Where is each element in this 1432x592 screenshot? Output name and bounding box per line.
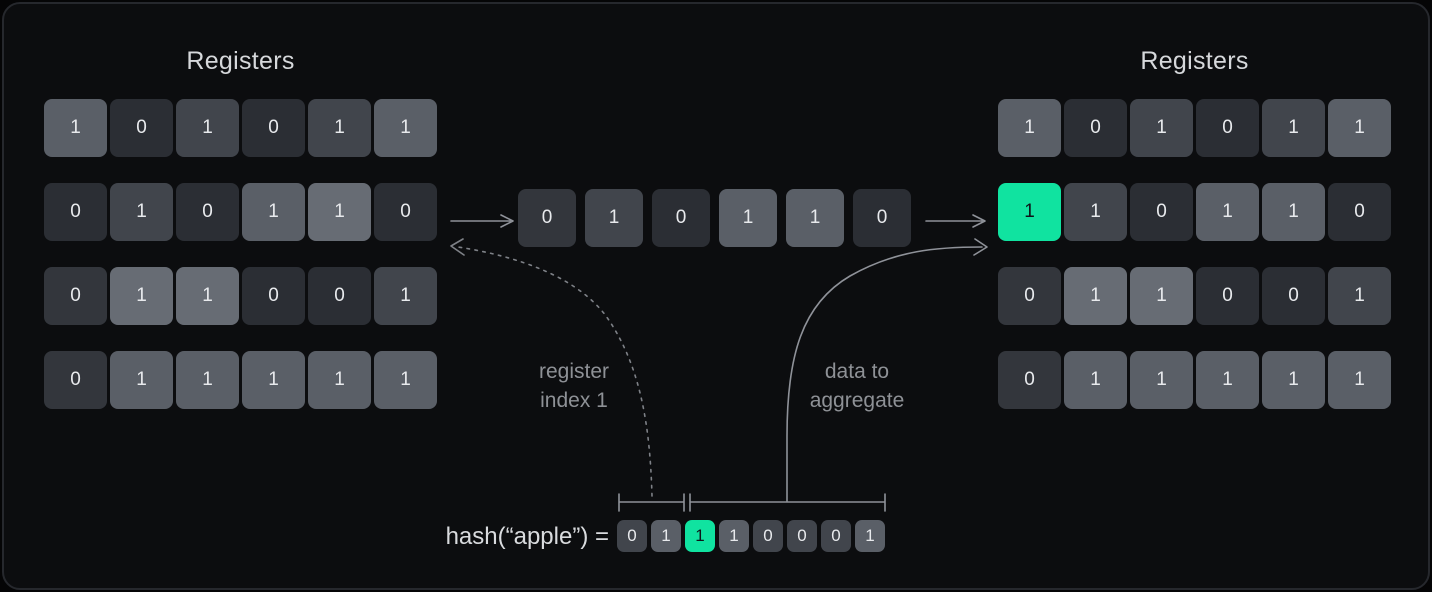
extracted-register-cell: 1 bbox=[719, 189, 777, 247]
extracted-register-cell: 1 bbox=[585, 189, 643, 247]
hash-bit-cell: 1 bbox=[719, 520, 749, 552]
register-cell: 0 bbox=[998, 267, 1061, 325]
register-index-bracket bbox=[618, 493, 685, 512]
register-cell: 0 bbox=[44, 267, 107, 325]
register-cell: 1 bbox=[242, 183, 305, 241]
register-cell: 0 bbox=[1196, 99, 1259, 157]
register-cell: 0 bbox=[1328, 183, 1391, 241]
right-registers-title: Registers bbox=[1140, 47, 1249, 75]
register-cell: 0 bbox=[242, 99, 305, 157]
register-index-arrowhead bbox=[450, 238, 465, 256]
register-cell: 0 bbox=[1064, 99, 1127, 157]
hash-bit-cell: 0 bbox=[787, 520, 817, 552]
register-cell: 1 bbox=[374, 99, 437, 157]
register-cell: 1 bbox=[176, 267, 239, 325]
data-to-aggregate-label: data to aggregate bbox=[767, 357, 947, 415]
left-registers-title: Registers bbox=[186, 47, 295, 75]
register-cell: 1 bbox=[1130, 99, 1193, 157]
register-cell: 1 bbox=[308, 183, 371, 241]
register-cell: 1 bbox=[1196, 183, 1259, 241]
register-cell: 1 bbox=[176, 351, 239, 409]
register-cell: 1 bbox=[1328, 99, 1391, 157]
extracted-register-cell: 0 bbox=[853, 189, 911, 247]
register-cell: 0 bbox=[1262, 267, 1325, 325]
hash-bit-cell: 1 bbox=[685, 520, 715, 552]
register-cell: 0 bbox=[998, 351, 1061, 409]
register-index-label-line2: index 1 bbox=[540, 389, 608, 412]
register-cell: 0 bbox=[242, 267, 305, 325]
register-cell: 0 bbox=[374, 183, 437, 241]
hash-bit-cell: 1 bbox=[855, 520, 885, 552]
data-to-aggregate-label-line2: aggregate bbox=[809, 389, 905, 412]
register-cell: 1 bbox=[1262, 183, 1325, 241]
hash-bit-cell: 0 bbox=[821, 520, 851, 552]
register-cell: 0 bbox=[110, 99, 173, 157]
register-cell: 1 bbox=[1130, 267, 1193, 325]
register-cell: 1 bbox=[374, 267, 437, 325]
register-cell: 1 bbox=[998, 99, 1061, 157]
register-index-label: register index 1 bbox=[484, 357, 664, 415]
extracted-register-cell: 1 bbox=[786, 189, 844, 247]
register-cell: 0 bbox=[44, 351, 107, 409]
data-to-aggregate-label-line1: data to bbox=[824, 360, 890, 383]
register-cell: 1 bbox=[1262, 99, 1325, 157]
register-cell: 1 bbox=[998, 183, 1061, 241]
register-cell: 1 bbox=[308, 99, 371, 157]
register-cell: 1 bbox=[1262, 351, 1325, 409]
register-cell: 0 bbox=[308, 267, 371, 325]
register-cell: 0 bbox=[1196, 267, 1259, 325]
register-cell: 1 bbox=[1064, 351, 1127, 409]
register-cell: 1 bbox=[1328, 267, 1391, 325]
register-cell: 1 bbox=[176, 99, 239, 157]
register-cell: 1 bbox=[110, 351, 173, 409]
register-cell: 1 bbox=[1064, 267, 1127, 325]
hash-bit-cell: 0 bbox=[617, 520, 647, 552]
register-cell: 1 bbox=[374, 351, 437, 409]
register-cell: 0 bbox=[1130, 183, 1193, 241]
register-cell: 0 bbox=[176, 183, 239, 241]
arrow-left-to-middle bbox=[450, 214, 514, 228]
register-cell: 1 bbox=[1196, 351, 1259, 409]
register-cell: 1 bbox=[1130, 351, 1193, 409]
hash-bit-cell: 1 bbox=[651, 520, 681, 552]
register-cell: 1 bbox=[110, 267, 173, 325]
register-cell: 1 bbox=[110, 183, 173, 241]
register-cell: 1 bbox=[44, 99, 107, 157]
hash-bit-cell: 0 bbox=[753, 520, 783, 552]
register-cell: 0 bbox=[44, 183, 107, 241]
register-cell: 1 bbox=[242, 351, 305, 409]
register-cell: 1 bbox=[308, 351, 371, 409]
hash-expression-label: hash(“apple”) = bbox=[445, 523, 609, 550]
data-bracket bbox=[689, 493, 886, 512]
extracted-register-cell: 0 bbox=[518, 189, 576, 247]
data-to-aggregate-arrowhead bbox=[973, 238, 988, 256]
arrow-middle-to-right bbox=[925, 214, 986, 228]
register-cell: 1 bbox=[1328, 351, 1391, 409]
extracted-register-cell: 0 bbox=[652, 189, 710, 247]
register-index-label-line1: register bbox=[538, 360, 610, 383]
register-cell: 1 bbox=[1064, 183, 1127, 241]
